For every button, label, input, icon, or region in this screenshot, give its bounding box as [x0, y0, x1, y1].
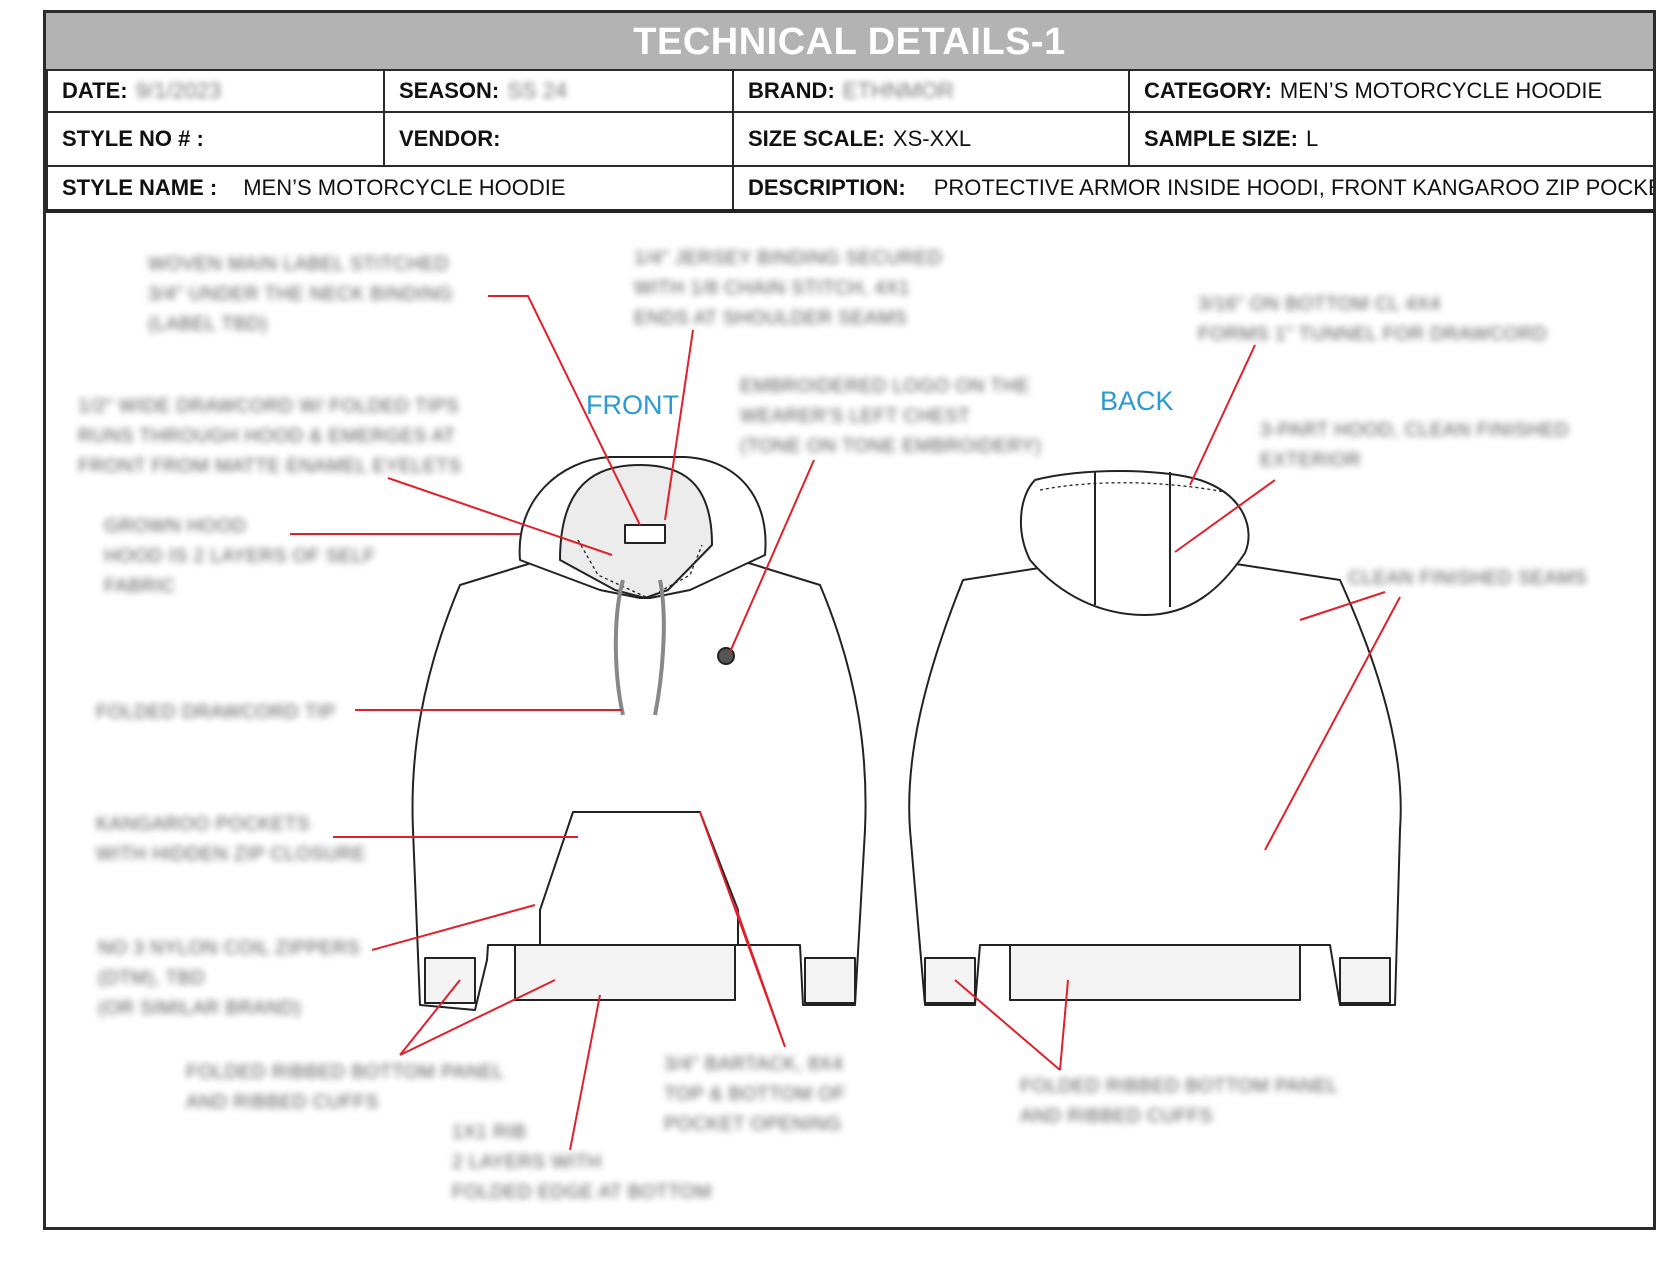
back-body: [908, 559, 1402, 1006]
style-no-label: STYLE NO # :: [62, 126, 204, 151]
back-cuff-right: [1339, 957, 1391, 1004]
note-drawcord: 1/2" WIDE DRAWCORD W/ FOLDED TIPS RUNS T…: [78, 396, 462, 477]
drawcord-left: [613, 579, 625, 716]
note-pocket: KANGAROO POCKETS WITH HIDDEN ZIP CLOSURE: [96, 814, 366, 865]
note-zipper: NO 3 NYLON COIL ZIPPERS (DTM), TBD (OR S…: [98, 938, 361, 1019]
callout-rib-detail: [569, 994, 601, 1151]
back-hood-topstitch: [1039, 482, 1226, 493]
back-cuff-left: [924, 957, 976, 1004]
category-value: MEN’S MOTORCYCLE HOODIE: [1279, 78, 1603, 103]
note-hood: GROWN HOOD HOOD IS 2 LAYERS OF SELF FABR…: [104, 516, 376, 597]
season-label: SEASON:: [399, 78, 500, 103]
description-value: PROTECTIVE ARMOR INSIDE HOODI, FRONT KAN…: [933, 175, 1654, 200]
callout-zipper: [371, 904, 536, 951]
note-rib-detail: 1X1 RIB 2 LAYERS WITH FOLDED EDGE AT BOT…: [452, 1122, 712, 1203]
date-value: 9/1/2023: [135, 78, 222, 103]
brand-label: BRAND:: [748, 78, 835, 103]
callout-drawcord: [387, 477, 613, 556]
style-name-value: MEN’S MOTORCYCLE HOODIE: [243, 175, 566, 200]
size-scale-label: SIZE SCALE:: [748, 126, 885, 151]
callout-rib-front: [399, 979, 556, 1056]
back-waistband: [1009, 944, 1301, 1001]
note-embroidery: EMBROIDERED LOGO ON THE WEARER'S LEFT CH…: [740, 376, 1042, 457]
front-hoodie-sketch: [411, 456, 867, 1011]
note-clean-seams: CLEAN FINISHED SEAMS: [1348, 568, 1588, 589]
note-bartack: 3/4" BARTACK, 8X4 TOP & BOTTOM OF POCKET…: [664, 1054, 846, 1135]
front-hood-lining-edge: [577, 539, 703, 599]
size-scale-cell: SIZE SCALE: XS-XXL: [732, 111, 1130, 167]
front-cuff-left: [424, 957, 476, 1004]
style-name-cell: STYLE NAME : MEN’S MOTORCYCLE HOODIE: [46, 165, 734, 213]
note-rib-back: FOLDED RIBBED BOTTOM PANEL AND RIBBED CU…: [1020, 1076, 1339, 1127]
vendor-label: VENDOR:: [399, 126, 501, 151]
category-label: CATEGORY:: [1144, 78, 1272, 103]
front-view-label: FRONT: [586, 390, 679, 420]
callout-back-topstitch: [1189, 344, 1256, 486]
date-cell: DATE: 9/1/2023: [46, 69, 385, 113]
spec-header-table: DATE: 9/1/2023 SEASON: SS 24 BRAND: ETHNMOR…: [46, 69, 1655, 213]
callout-clean-seams: [1264, 591, 1401, 851]
sample-size-cell: SAMPLE SIZE: L: [1128, 111, 1655, 167]
brand-value: ETHNMOR: [842, 78, 954, 103]
note-drawcord-tip: FOLDED DRAWCORD TIP: [96, 702, 336, 723]
note-rib-front: FOLDED RIBBED BOTTOM PANEL AND RIBBED CU…: [186, 1062, 505, 1113]
date-label: DATE:: [62, 78, 128, 103]
season-cell: SEASON: SS 24: [383, 69, 734, 113]
size-scale-value: XS-XXL: [892, 126, 972, 151]
note-back-topstitch: 3/16" ON BOTTOM CL 4X4 FORMS 1" TUNNEL F…: [1198, 294, 1548, 345]
style-name-label: STYLE NAME :: [62, 175, 218, 200]
drawcord-right: [653, 579, 666, 716]
description-cell: DESCRIPTION: PROTECTIVE ARMOR INSIDE HOOD…: [732, 165, 1655, 213]
page-title: TECHNICAL DETAILS-1: [46, 13, 1653, 69]
front-waistband: [514, 944, 736, 1001]
callout-rib-back: [954, 979, 1069, 1071]
kangaroo-pocket: [539, 811, 739, 946]
note-main-label: WOVEN MAIN LABEL STITCHED 3/4" UNDER THE…: [148, 254, 453, 335]
note-neck-binding: 1/4" JERSEY BINDING SECURED WITH 1/8 CHA…: [634, 248, 943, 329]
note-back-hood: 3-PART HOOD, CLEAN FINISHED EXTERIOR: [1260, 420, 1570, 471]
description-label: DESCRIPTION:: [748, 175, 906, 200]
front-cuff-right: [804, 957, 856, 1004]
style-no-cell: STYLE NO # :: [46, 111, 385, 167]
brand-cell: BRAND: ETHNMOR: [732, 69, 1130, 113]
sample-size-label: SAMPLE SIZE:: [1144, 126, 1299, 151]
callout-back-hood: [1174, 479, 1276, 553]
sample-size-value: L: [1306, 126, 1319, 151]
back-hoodie-sketch: [908, 470, 1402, 1006]
callout-main-label: [488, 295, 641, 526]
main-label: [624, 524, 666, 544]
callout-lines: [290, 295, 1401, 1151]
category-cell: CATEGORY: MEN’S MOTORCYCLE HOODIE: [1128, 69, 1655, 113]
callout-binding: [664, 329, 694, 521]
vendor-cell: VENDOR:: [383, 111, 734, 167]
season-value: SS 24: [507, 78, 568, 103]
callout-embroidery: [729, 459, 815, 653]
callout-bartack: [699, 811, 786, 1048]
back-view-label: BACK: [1100, 386, 1174, 416]
